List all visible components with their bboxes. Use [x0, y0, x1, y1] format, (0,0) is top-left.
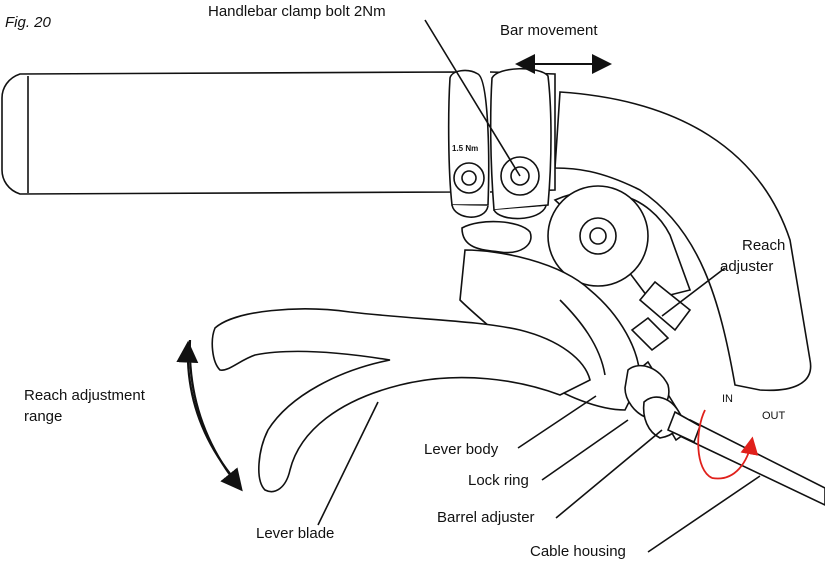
label-bar-movement: Bar movement	[500, 22, 598, 39]
in-label: IN	[722, 393, 733, 405]
in-rotation-arrow	[697, 409, 713, 479]
leader-reach-adjuster	[661, 267, 726, 317]
label-clamp-bolt: Handlebar clamp bolt 2Nm	[208, 3, 386, 20]
leader-clamp-bolt	[424, 19, 521, 177]
cable-assembly	[624, 360, 825, 506]
label-reach-range-1: Reach adjustment	[24, 387, 145, 404]
leader-lock-ring	[541, 419, 629, 481]
label-reach-adjuster-1: Reach	[742, 237, 786, 254]
figure-label: Fig. 20	[5, 14, 51, 31]
pivot	[461, 185, 692, 301]
label-lever-body: Lever body	[424, 441, 499, 458]
reach-range-arc-up	[176, 340, 236, 481]
leader-lines	[317, 19, 761, 553]
label-lever-blade: Lever blade	[256, 525, 335, 542]
reach-adjuster-part	[630, 280, 692, 352]
lever-blade	[211, 308, 591, 493]
leader-barrel-adjuster	[555, 429, 663, 519]
label-lock-ring: Lock ring	[468, 472, 529, 489]
label-reach-range-2: range	[24, 408, 63, 425]
torque-marking: 1.5 Nm	[452, 144, 478, 153]
label-reach-adjuster-2: adjuster	[720, 258, 774, 275]
leader-lever-blade	[317, 401, 379, 526]
label-barrel-adjuster: Barrel adjuster	[437, 509, 535, 526]
label-cable-housing: Cable housing	[530, 543, 626, 560]
out-label: OUT	[762, 410, 786, 422]
leader-cable-housing	[647, 475, 761, 553]
out-rotation-arrow	[711, 436, 759, 480]
leader-lever-body	[517, 395, 597, 449]
